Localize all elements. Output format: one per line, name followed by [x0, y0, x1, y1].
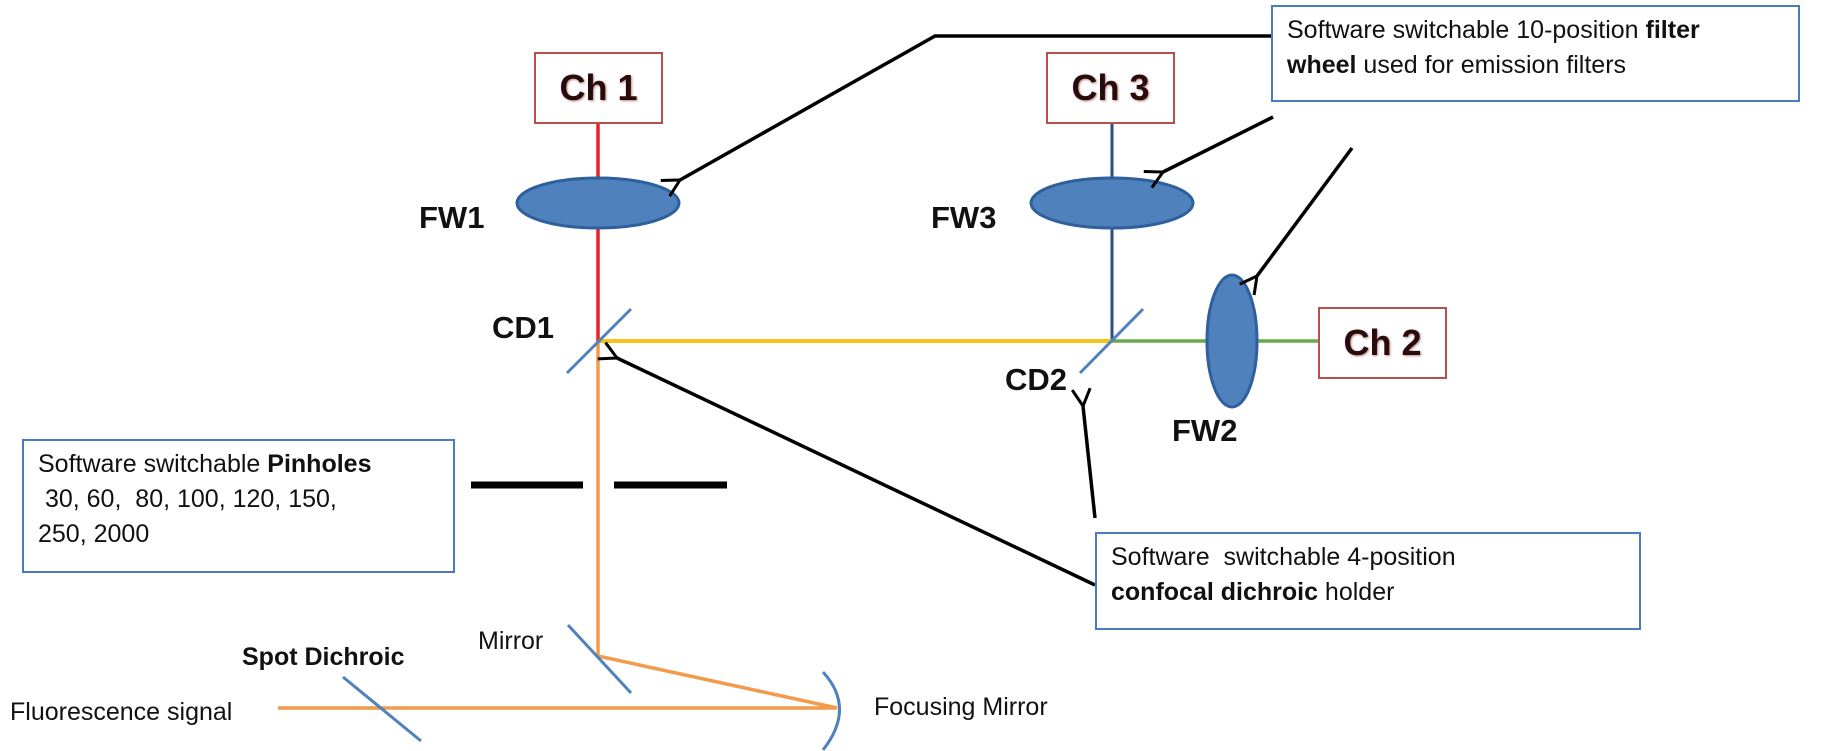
pinholes-note-values: 30, 60, 80, 100, 120, 150, — [38, 485, 337, 513]
filter-wheel-arrow-fw1 — [680, 34, 1278, 180]
spot-dichroic — [342, 675, 422, 743]
dichroic-note-suffix: holder — [1317, 578, 1395, 606]
cd2-dichroic — [1078, 307, 1145, 375]
cd2-label: CD2 — [1005, 362, 1068, 397]
pinholes-note-values-2: 250, 2000 — [38, 520, 150, 548]
fw3-filter-wheel — [1029, 176, 1195, 230]
mirror — [566, 623, 633, 695]
filter-wheel-note-suffix: used for emission filters — [1356, 51, 1627, 79]
pinholes-note: Software switchable Pinholes 30, 60, 80,… — [22, 439, 455, 573]
dichroic-note-bold: confocal dichroic — [1111, 578, 1318, 606]
channel-3-box: Ch 3 — [1046, 52, 1175, 124]
fw2-filter-wheel — [1205, 273, 1259, 409]
filter-wheel-note-bold2: wheel — [1287, 51, 1357, 79]
channel-2-box: Ch 2 — [1318, 307, 1447, 379]
fw1-label: FW1 — [419, 200, 485, 235]
dichroic-arrow-cd2 — [1083, 406, 1097, 519]
mirror-to-focus-beam — [597, 654, 838, 710]
dichroic-note-line1: Software switchable 4-position — [1111, 543, 1456, 571]
fw1-filter-wheel — [515, 176, 681, 230]
fw3-label: FW3 — [931, 200, 997, 235]
cd1-label: CD1 — [492, 310, 555, 345]
fluorescence-signal-label: Fluorescence signal — [10, 698, 233, 726]
dichroic-arrow-cd1 — [617, 358, 1096, 587]
fw2-label: FW2 — [1172, 413, 1238, 448]
channel-1-box: Ch 1 — [534, 52, 663, 124]
dichroic-note: Software switchable 4-position confocal … — [1095, 532, 1641, 630]
focusing-mirror — [821, 670, 841, 751]
filter-wheel-arrow-fw3 — [1163, 115, 1274, 172]
filter-wheel-note-prefix: Software switchable 10-position — [1287, 16, 1646, 44]
mirror-label: Mirror — [478, 627, 544, 655]
filter-wheel-note-bold1: filter — [1645, 16, 1700, 44]
filter-wheel-arrow-fw2 — [1257, 146, 1354, 276]
spot-dichroic-label: Spot Dichroic — [242, 643, 405, 671]
pinholes-note-prefix: Software switchable — [38, 450, 268, 478]
cd1-dichroic — [565, 307, 633, 375]
filter-wheel-note: Software switchable 10-position filter w… — [1271, 5, 1800, 102]
pinholes-note-bold: Pinholes — [267, 450, 372, 478]
focusing-mirror-label: Focusing Mirror — [874, 693, 1048, 721]
